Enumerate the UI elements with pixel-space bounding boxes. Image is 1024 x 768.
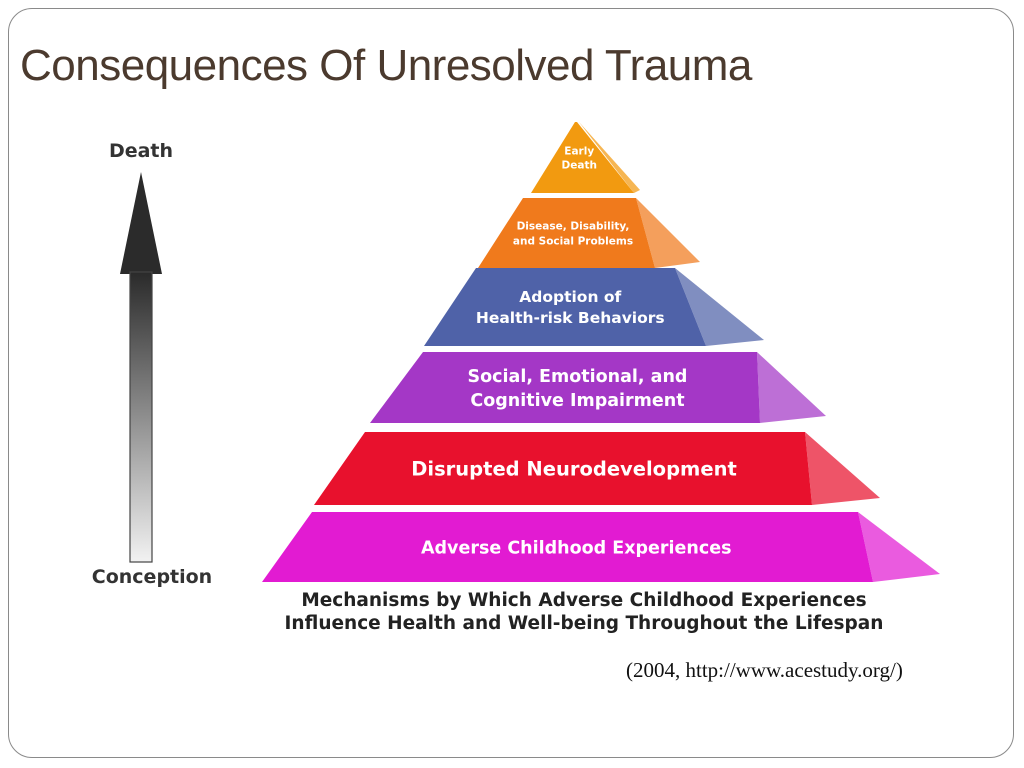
pyramid-level-side — [757, 352, 826, 423]
pyramid-level-label: Adverse Childhood Experiences — [421, 538, 732, 558]
pyramid-level-face — [478, 198, 655, 268]
lifespan-arrow — [120, 172, 162, 563]
pyramid-level-face — [370, 352, 760, 423]
pyramid-level-label: Disease, Disability, — [517, 220, 630, 232]
arrow-label-death: Death — [109, 140, 173, 162]
diagram-caption-line-1: Mechanisms by Which Adverse Childhood Ex… — [301, 590, 866, 611]
pyramid-level-side — [805, 432, 880, 505]
pyramid-level-face — [262, 512, 873, 582]
slide-title: Consequences Of Unresolved Trauma — [20, 41, 752, 90]
pyramid-level-label: Disrupted Neurodevelopment — [411, 458, 737, 481]
pyramid-level-side — [675, 268, 764, 346]
arrow-shaft — [129, 271, 153, 563]
source-citation: (2004, http://www.acestudy.org/) — [626, 658, 903, 682]
pyramid-level-3: Adoption of Health-risk Behaviors — [424, 268, 764, 346]
pyramid-level-label: and Social Problems — [513, 235, 633, 247]
pyramid-level-side — [858, 512, 940, 582]
pyramid-level-face — [531, 122, 634, 193]
pyramid-level-2: Disease, Disability, and Social Problems — [478, 198, 700, 268]
pyramid-level-label: Early — [564, 145, 594, 157]
pyramid-level-face — [314, 432, 812, 505]
arrow-label-conception: Conception — [92, 566, 212, 588]
pyramid-level-face — [424, 268, 706, 346]
pyramid-level-5: Disrupted Neurodevelopment — [314, 432, 880, 505]
pyramid-level-side — [636, 198, 700, 268]
pyramid-level-side — [579, 122, 640, 193]
diagram-caption-line-2: Influence Health and Well-being Througho… — [285, 613, 884, 634]
pyramid-level-label: Cognitive Impairment — [470, 391, 684, 411]
pyramid-level-label: Adoption of — [519, 288, 621, 306]
pyramid-level-label: Social, Emotional, and — [468, 367, 688, 387]
pyramid-level-label: Death — [562, 159, 597, 171]
pyramid-level-label: Health-risk Behaviors — [476, 309, 665, 327]
pyramid-level-6: Adverse Childhood Experiences — [262, 512, 940, 582]
arrow-head-icon — [120, 172, 162, 274]
